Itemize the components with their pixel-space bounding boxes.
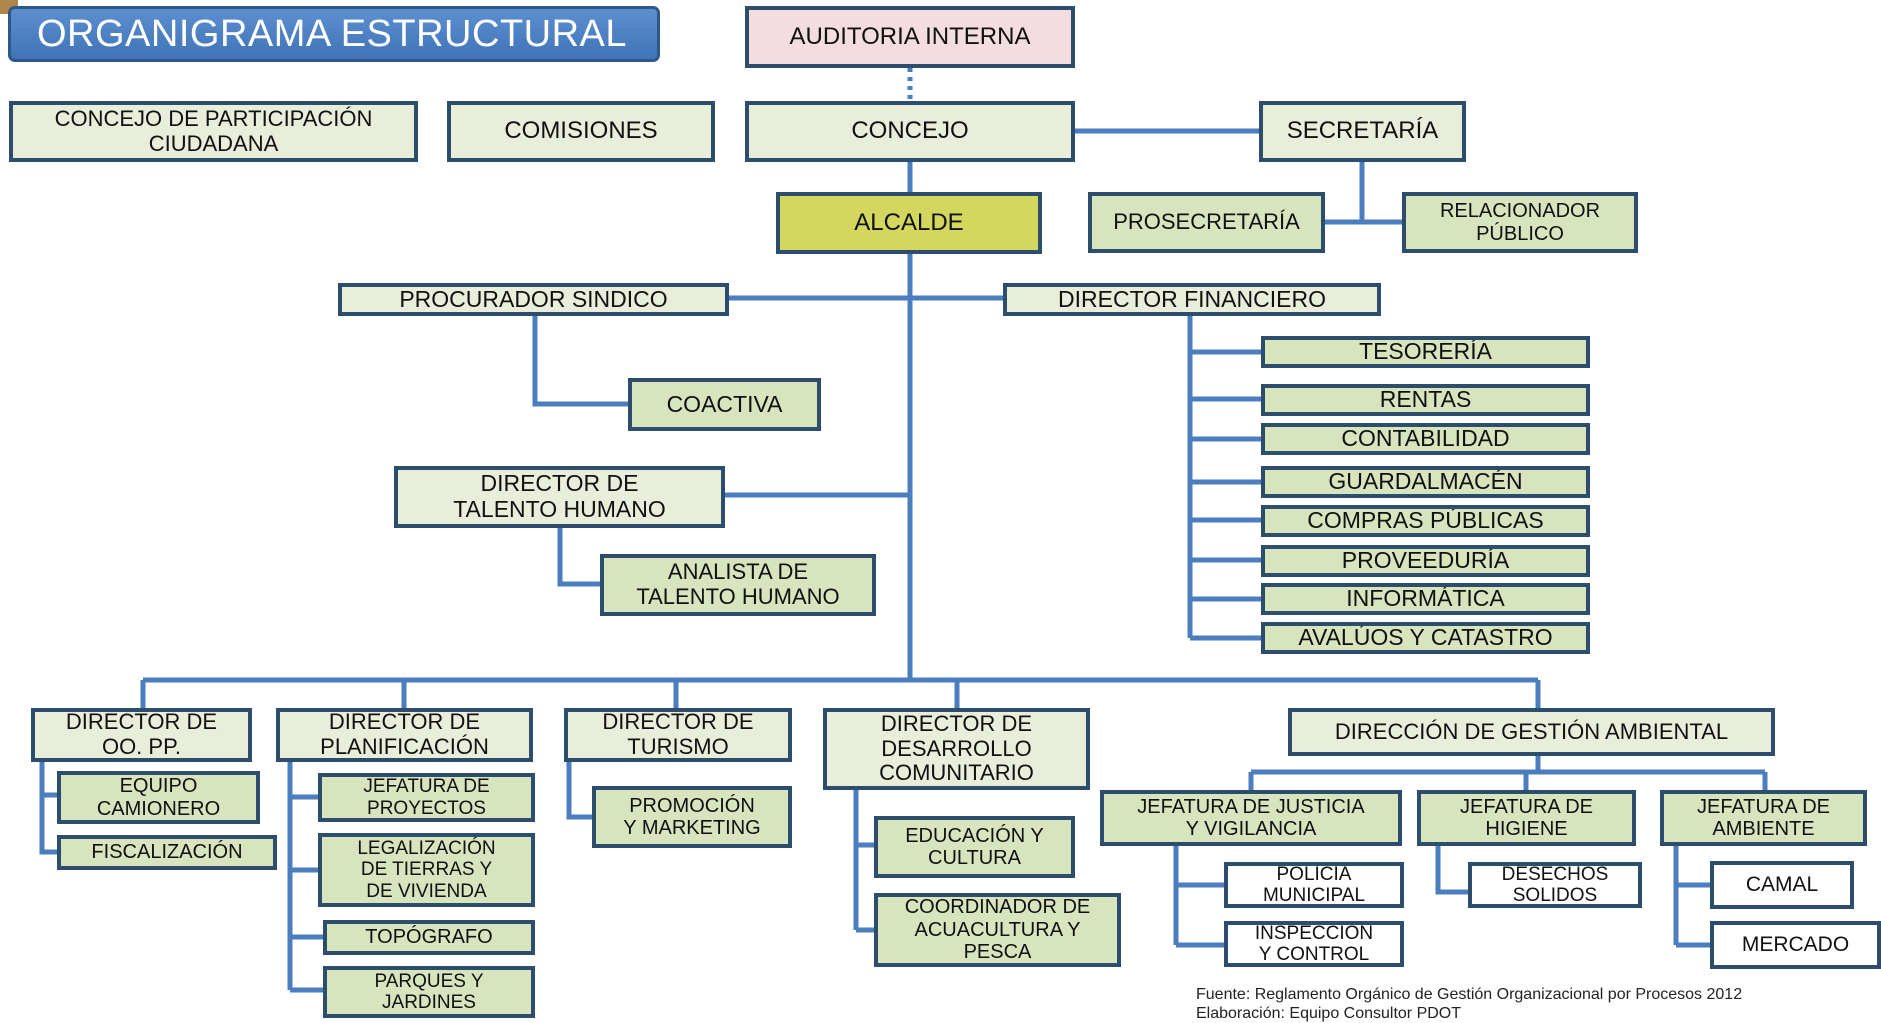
box-auditoria-interna: AUDITORIA INTERNA	[745, 6, 1075, 68]
box-coactiva: COACTIVA	[628, 378, 821, 431]
footer-elaboracion: Elaboración: Equipo Consultor PDOT	[1196, 1005, 1462, 1023]
box-fiscalizacion: FISCALIZACIÓN	[57, 835, 277, 870]
box-jefatura-ambiente: JEFATURA DE AMBIENTE	[1660, 790, 1867, 846]
box-rentas: RENTAS	[1261, 384, 1590, 416]
box-policia-municipal: POLICÍA MUNICIPAL	[1224, 862, 1404, 908]
box-relacionador-publico: RELACIONADOR PÚBLICO	[1402, 192, 1638, 253]
box-mercado: MERCADO	[1710, 921, 1881, 969]
box-parques-jardines: PARQUES Y JARDINES	[323, 966, 535, 1018]
box-alcalde: ALCALDE	[776, 192, 1042, 254]
box-jefatura-higiene: JEFATURA DE HIGIENE	[1417, 790, 1636, 846]
box-jefatura-proyectos: JEFATURA DE PROYECTOS	[318, 773, 535, 822]
box-proveeduria: PROVEEDURÍA	[1261, 545, 1590, 577]
page-title: ORGANIGRAMA ESTRUCTURAL	[8, 6, 660, 62]
box-secretaria: SECRETARÍA	[1259, 101, 1466, 162]
line-talento-analista	[557, 528, 600, 587]
box-concejo-participacion: CONCEJO DE PARTICIPACIÓN CIUDADANA	[9, 101, 418, 162]
footer: Fuente: Reglamento Orgánico de Gestión O…	[1196, 985, 1742, 1023]
box-prosecretaria: PROSECRETARÍA	[1088, 192, 1325, 253]
box-analista-talento-humano: ANALISTA DE TALENTO HUMANO	[600, 554, 876, 616]
box-director-talento-humano: DIRECTOR DE TALENTO HUMANO	[394, 466, 725, 528]
box-director-planificacion: DIRECTOR DE PLANIFICACIÓN	[276, 708, 533, 762]
box-director-financiero: DIRECTOR FINANCIERO	[1003, 283, 1381, 316]
box-comisiones: COMISIONES	[447, 101, 715, 162]
box-educacion-cultura: EDUCACIÓN Y CULTURA	[874, 816, 1075, 878]
box-director-oopp: DIRECTOR DE OO. PP.	[31, 708, 252, 762]
box-inspeccion-control: INSPECCIÓN Y CONTROL	[1224, 921, 1404, 967]
box-coordinador-acuacultura: COORDINADOR DE ACUACULTURA Y PESCA	[874, 893, 1121, 967]
box-desechos-solidos: DESECHOS SOLIDOS	[1468, 862, 1642, 908]
box-equipo-camionero: EQUIPO CAMIONERO	[57, 771, 260, 824]
box-contabilidad: CONTABILIDAD	[1261, 423, 1590, 455]
box-direccion-gestion-ambiental: DIRECCIÓN DE GESTIÓN AMBIENTAL	[1288, 708, 1775, 756]
line-procurador-coactiva	[532, 316, 628, 407]
box-procurador-sindico: PROCURADOR SINDICO	[338, 283, 729, 316]
box-topografo: TOPÓGRAFO	[323, 920, 535, 955]
box-compras-publicas: COMPRAS PÚBLICAS	[1261, 505, 1590, 537]
box-promocion-marketing: PROMOCIÓN Y MARKETING	[592, 786, 792, 848]
box-jefatura-justicia-vigilancia: JEFATURA DE JUSTICIA Y VIGILANCIA	[1100, 790, 1402, 846]
box-tesoreria: TESORERÍA	[1261, 336, 1590, 368]
box-avaluos-catastro: AVALÚOS Y CATASTRO	[1261, 622, 1590, 654]
box-director-turismo: DIRECTOR DE TURISMO	[564, 708, 792, 762]
box-director-desarrollo-comunitario: DIRECTOR DE DESARROLLO COMUNITARIO	[823, 708, 1090, 790]
box-camal: CAMAL	[1710, 861, 1854, 909]
box-concejo: CONCEJO	[745, 101, 1075, 162]
box-guardalmacen: GUARDALMACÉN	[1261, 466, 1590, 498]
box-legalizacion-tierras: LEGALIZACIÓN DE TIERRAS Y DE VIVIENDA	[318, 833, 535, 907]
footer-fuente: Fuente: Reglamento Orgánico de Gestión O…	[1196, 986, 1743, 1003]
box-informatica: INFORMÁTICA	[1261, 583, 1590, 615]
